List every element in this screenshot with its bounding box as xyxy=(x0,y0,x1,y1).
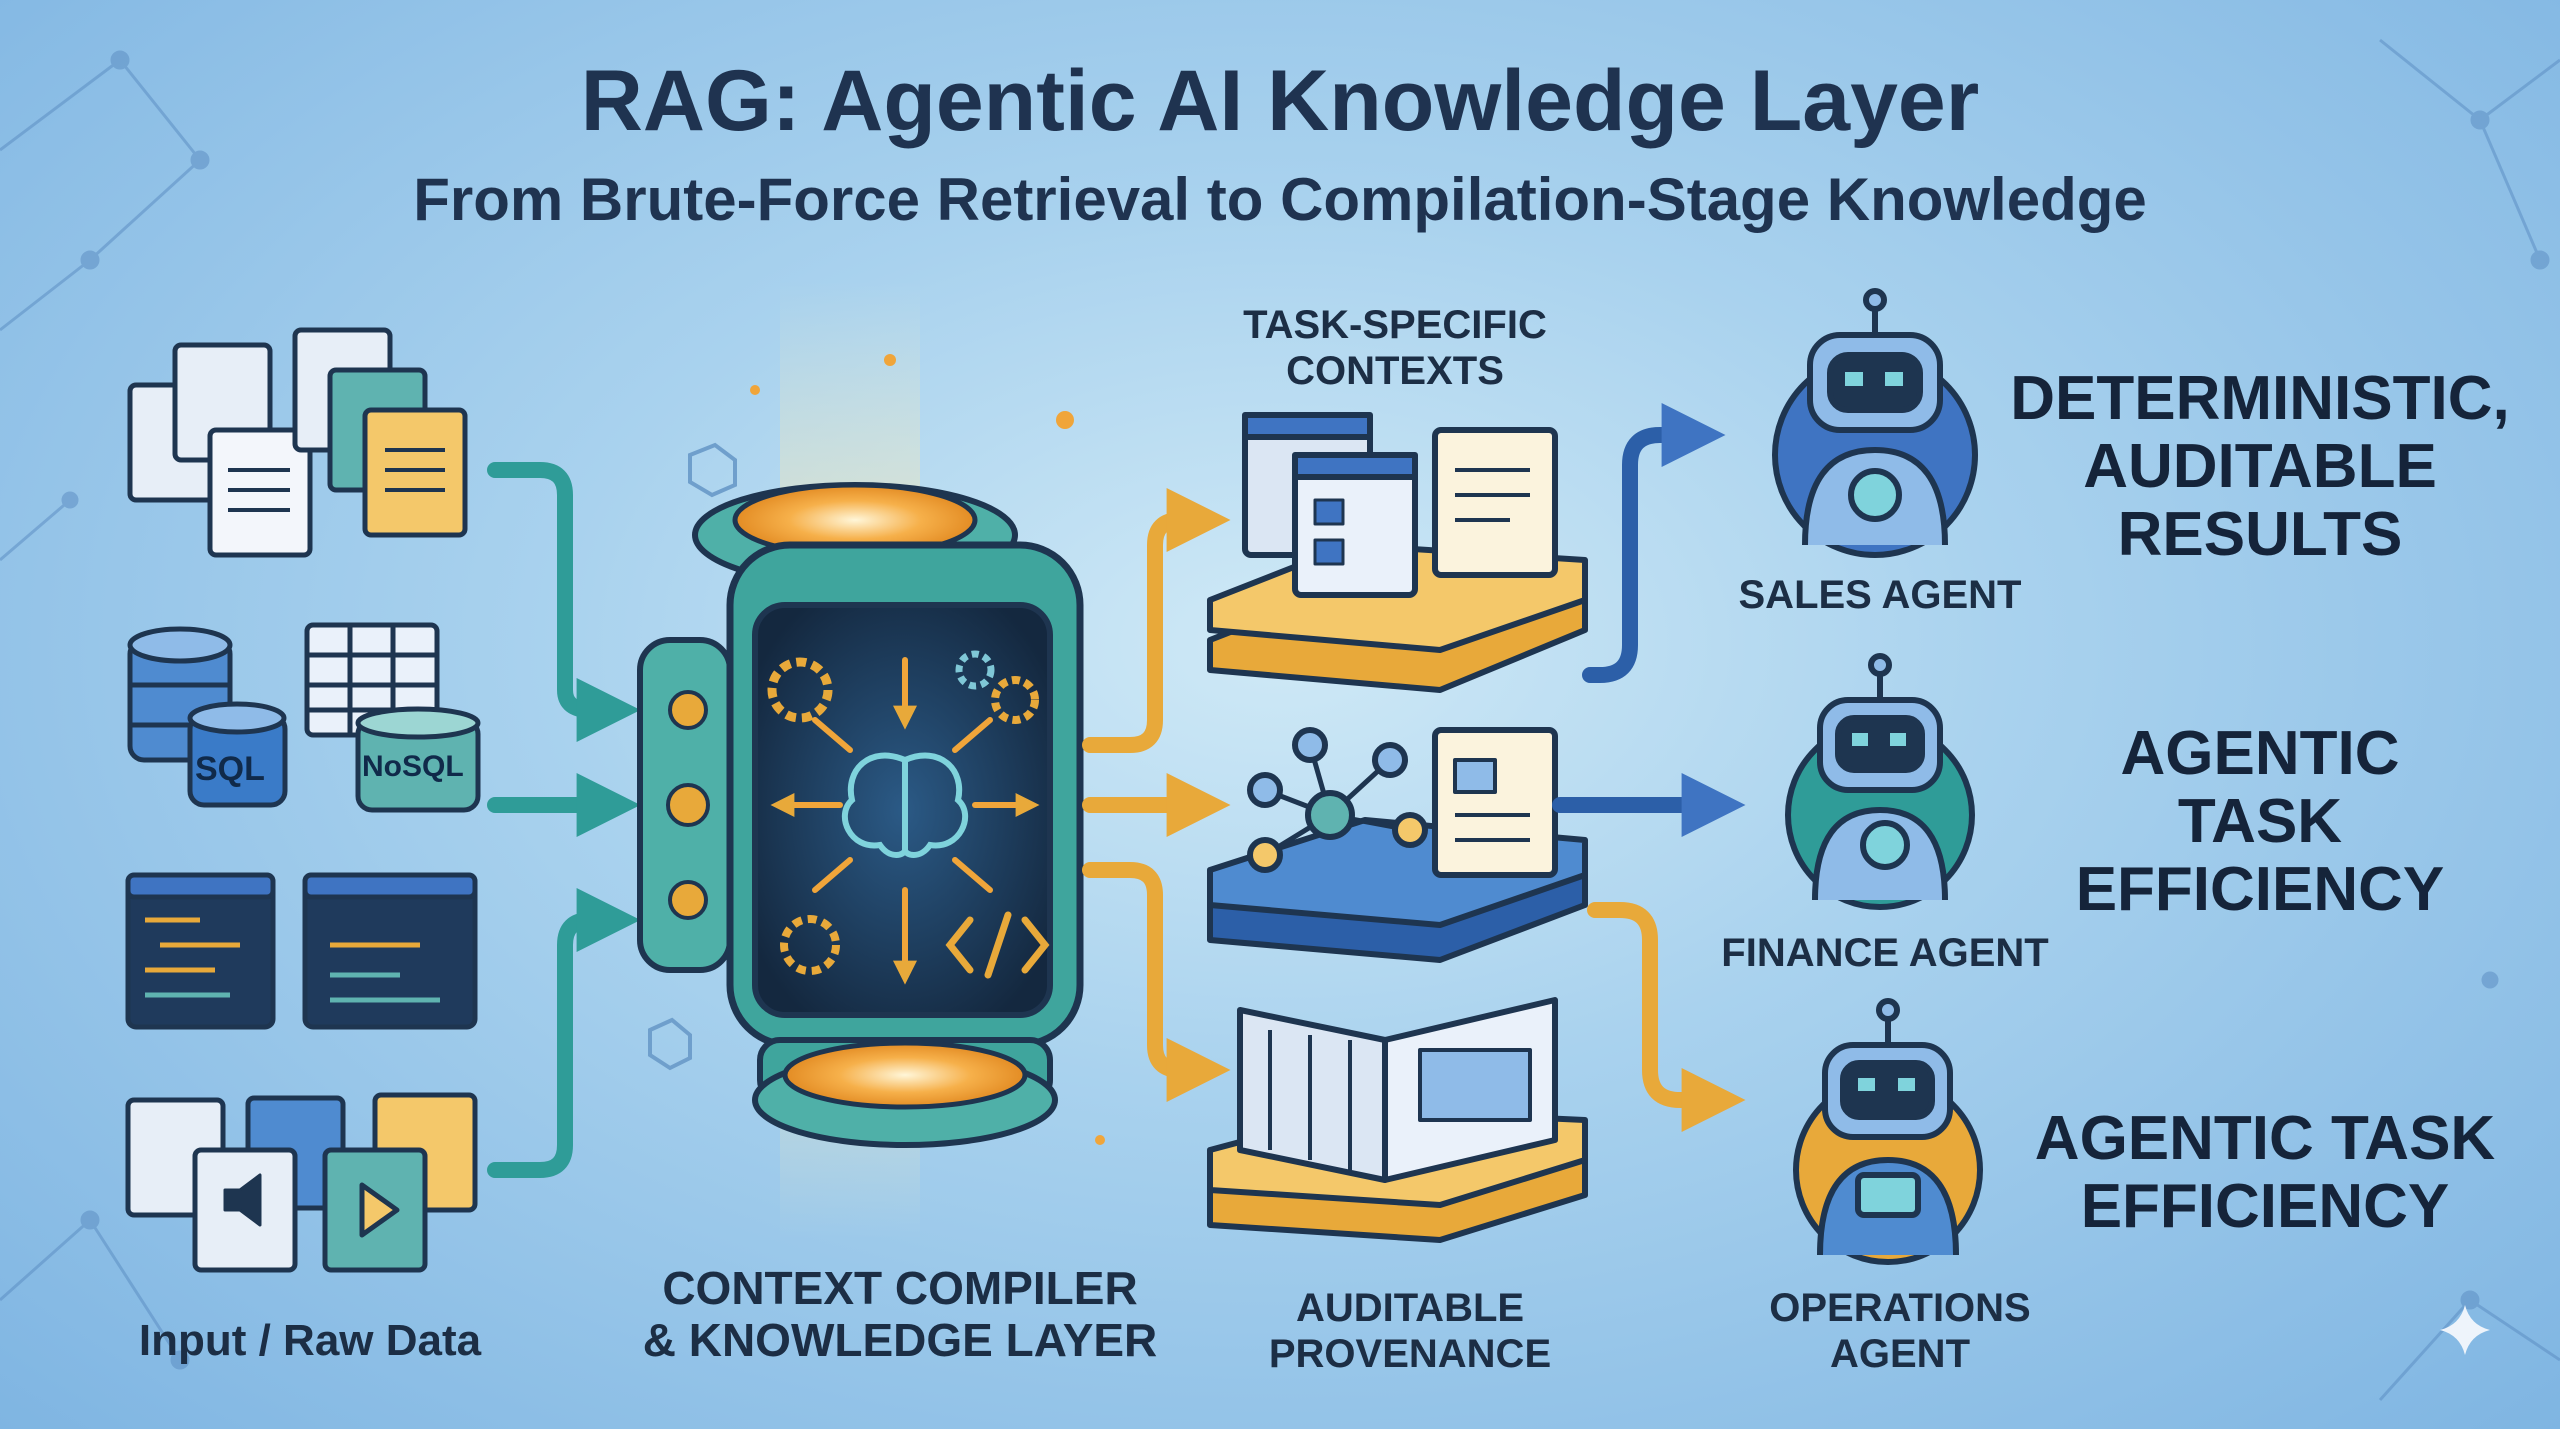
auditable-provenance-label: AUDITABLE PROVENANCE xyxy=(1210,1285,1610,1377)
main-subtitle: From Brute-Force Retrieval to Compilatio… xyxy=(413,166,2147,233)
nosql-label: NoSQL xyxy=(362,750,464,783)
network-decoration xyxy=(0,38,2560,1402)
result-line: RESULTS xyxy=(2117,500,2403,569)
finance-agent-label: FINANCE AGENT xyxy=(1721,931,2049,975)
context-platform xyxy=(1207,412,1588,693)
context-compiler-label-line: CONTEXT COMPILER xyxy=(662,1262,1138,1314)
input-arrows xyxy=(487,462,641,1178)
knowledge-graph-platform xyxy=(1207,727,1588,963)
database-icon xyxy=(127,622,481,813)
sales-agent-robot xyxy=(1772,288,1978,558)
sql-label: SQL xyxy=(195,750,265,788)
result-line: AGENTIC TASK xyxy=(2034,1104,2496,1173)
result-deterministic-auditable: DETERMINISTIC, AUDITABLE RESULTS xyxy=(1990,365,2530,569)
task-specific-contexts-label-line: TASK-SPECIFIC xyxy=(1243,303,1547,347)
context-compiler-label-line: & KNOWLEDGE LAYER xyxy=(642,1314,1158,1366)
input-raw-data-label: Input / Raw Data xyxy=(138,1316,482,1365)
provenance-platform xyxy=(1207,997,1588,1243)
code-window-icon xyxy=(125,872,478,1030)
auditable-provenance-label-line: PROVENANCE xyxy=(1268,1332,1552,1376)
main-title: RAG: Agentic AI Knowledge Layer xyxy=(580,53,1980,149)
media-files-icon xyxy=(125,1092,478,1273)
result-line: DETERMINISTIC, xyxy=(2010,364,2510,433)
task-specific-contexts-label-line: CONTEXTS xyxy=(1286,349,1504,393)
brain-icon xyxy=(841,752,969,858)
document-stack-icon xyxy=(127,327,468,558)
sparkle-icon xyxy=(2440,1305,2490,1355)
operations-agent-label-line: AGENT xyxy=(1830,1332,1970,1376)
agent-arrows xyxy=(1552,403,1746,1132)
auditable-provenance-label-line: AUDITABLE xyxy=(1295,1286,1525,1330)
finance-agent-robot xyxy=(1785,653,1975,910)
task-specific-contexts-label: TASK-SPECIFIC CONTEXTS xyxy=(1190,302,1600,394)
result-line: EFFICIENCY xyxy=(2075,855,2445,924)
result-line: EFFICIENCY xyxy=(2080,1172,2450,1241)
operations-agent-label: OPERATIONS AGENT xyxy=(1700,1285,2100,1377)
context-compiler-label: CONTEXT COMPILER & KNOWLEDGE LAYER xyxy=(620,1262,1180,1366)
result-line: TASK xyxy=(2177,787,2343,856)
result-line: AUDITABLE xyxy=(2083,432,2437,501)
context-compiler-machine xyxy=(637,280,1105,1240)
result-agentic-task-efficiency-1: AGENTIC TASK EFFICIENCY xyxy=(2010,720,2510,924)
operations-agent-label-line: OPERATIONS xyxy=(1769,1286,2031,1330)
sales-agent-label: SALES AGENT xyxy=(1738,573,2022,617)
compiler-output-arrows xyxy=(1082,488,1231,1102)
operations-agent-robot xyxy=(1793,998,1983,1265)
result-line: AGENTIC xyxy=(2120,719,2400,788)
result-agentic-task-efficiency-2: AGENTIC TASK EFFICIENCY xyxy=(2000,1105,2530,1241)
